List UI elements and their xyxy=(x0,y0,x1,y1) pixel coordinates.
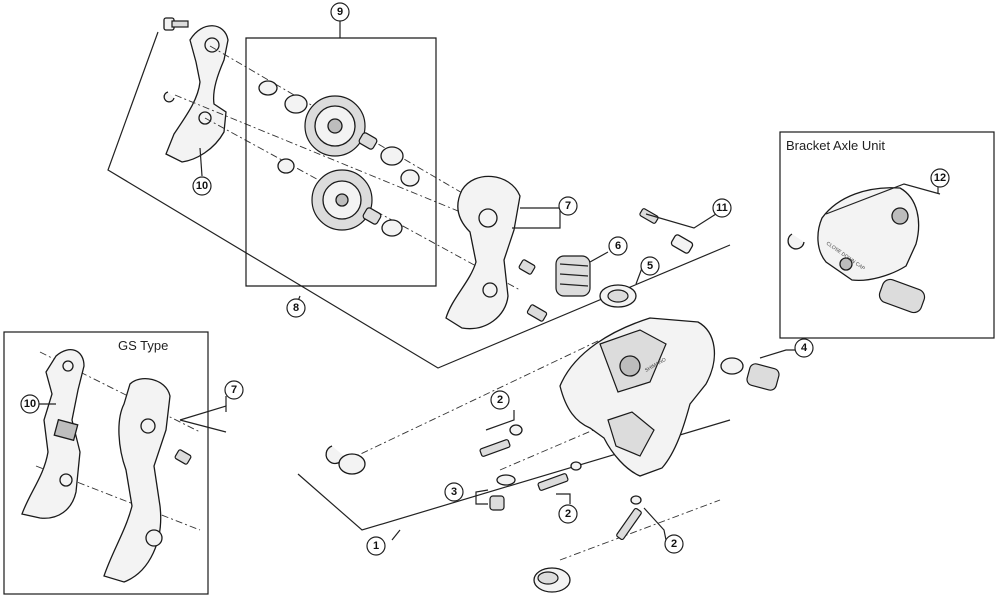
tension-spring-6 xyxy=(555,251,609,297)
bracket-panel-frame xyxy=(779,131,995,339)
svg-text:10: 10 xyxy=(24,398,36,410)
callout-2b: 2 xyxy=(558,504,578,524)
svg-text:8: 8 xyxy=(293,302,299,314)
c-clip-small xyxy=(163,91,175,103)
bracket-axle-unit-panel: Bracket Axle Unit CLOSE DOWN CAP xyxy=(779,131,995,339)
svg-text:2: 2 xyxy=(497,394,503,406)
cage-screw xyxy=(163,17,189,31)
callout-11: 11 xyxy=(712,198,732,218)
adjust-screw-2b xyxy=(537,461,582,491)
bracket-panel-title: Bracket Axle Unit xyxy=(786,138,885,153)
svg-text:5: 5 xyxy=(647,260,653,272)
callout-8: 8 xyxy=(286,298,306,318)
svg-text:7: 7 xyxy=(565,200,571,212)
adjust-screw-2c xyxy=(616,495,642,541)
callout-2c: 2 xyxy=(664,534,684,554)
svg-text:3: 3 xyxy=(451,486,457,498)
adjust-screw-2a xyxy=(479,424,523,457)
callout-12: 12 xyxy=(930,168,950,188)
callout-10-gs: 10 xyxy=(20,394,40,414)
leader-1 xyxy=(297,419,731,531)
inner-plate-10 xyxy=(165,25,229,177)
gs-panel-frame xyxy=(3,331,209,595)
svg-text:9: 9 xyxy=(337,6,343,18)
svg-text:1: 1 xyxy=(373,540,379,552)
callout-1: 1 xyxy=(366,536,386,556)
svg-text:2: 2 xyxy=(671,538,677,550)
cable-parts-11 xyxy=(639,208,717,254)
gs-panel-title: GS Type xyxy=(118,338,168,353)
svg-text:6: 6 xyxy=(615,240,621,252)
gs-type-panel: GS Type xyxy=(3,331,227,595)
outer-plate xyxy=(445,175,521,330)
bracket-bolt-4 xyxy=(720,349,798,391)
washer-5 xyxy=(599,267,643,308)
svg-text:2: 2 xyxy=(565,508,571,520)
callout-5: 5 xyxy=(640,256,660,276)
derailleur-body-1: SHIMANO xyxy=(297,317,798,593)
callout-6: 6 xyxy=(608,236,628,256)
pulley-box xyxy=(245,37,437,287)
svg-text:10: 10 xyxy=(196,180,208,192)
svg-text:11: 11 xyxy=(716,202,728,214)
callout-4: 4 xyxy=(794,338,814,358)
cable-fixing-3 xyxy=(489,474,516,511)
callout-10: 10 xyxy=(192,176,212,196)
callout-7-gs: 7 xyxy=(224,380,244,400)
svg-text:12: 12 xyxy=(934,172,946,184)
mounting-bolt xyxy=(533,567,571,593)
callout-3: 3 xyxy=(444,482,464,502)
pulley-cage-group xyxy=(107,17,731,369)
callout-2a: 2 xyxy=(490,390,510,410)
tension-pulley xyxy=(311,169,373,231)
callout-7: 7 xyxy=(558,196,578,216)
guide-pulley xyxy=(304,95,366,157)
svg-text:7: 7 xyxy=(231,384,237,396)
svg-text:4: 4 xyxy=(801,342,808,354)
leader-8 xyxy=(107,31,731,369)
callout-9: 9 xyxy=(330,2,350,22)
